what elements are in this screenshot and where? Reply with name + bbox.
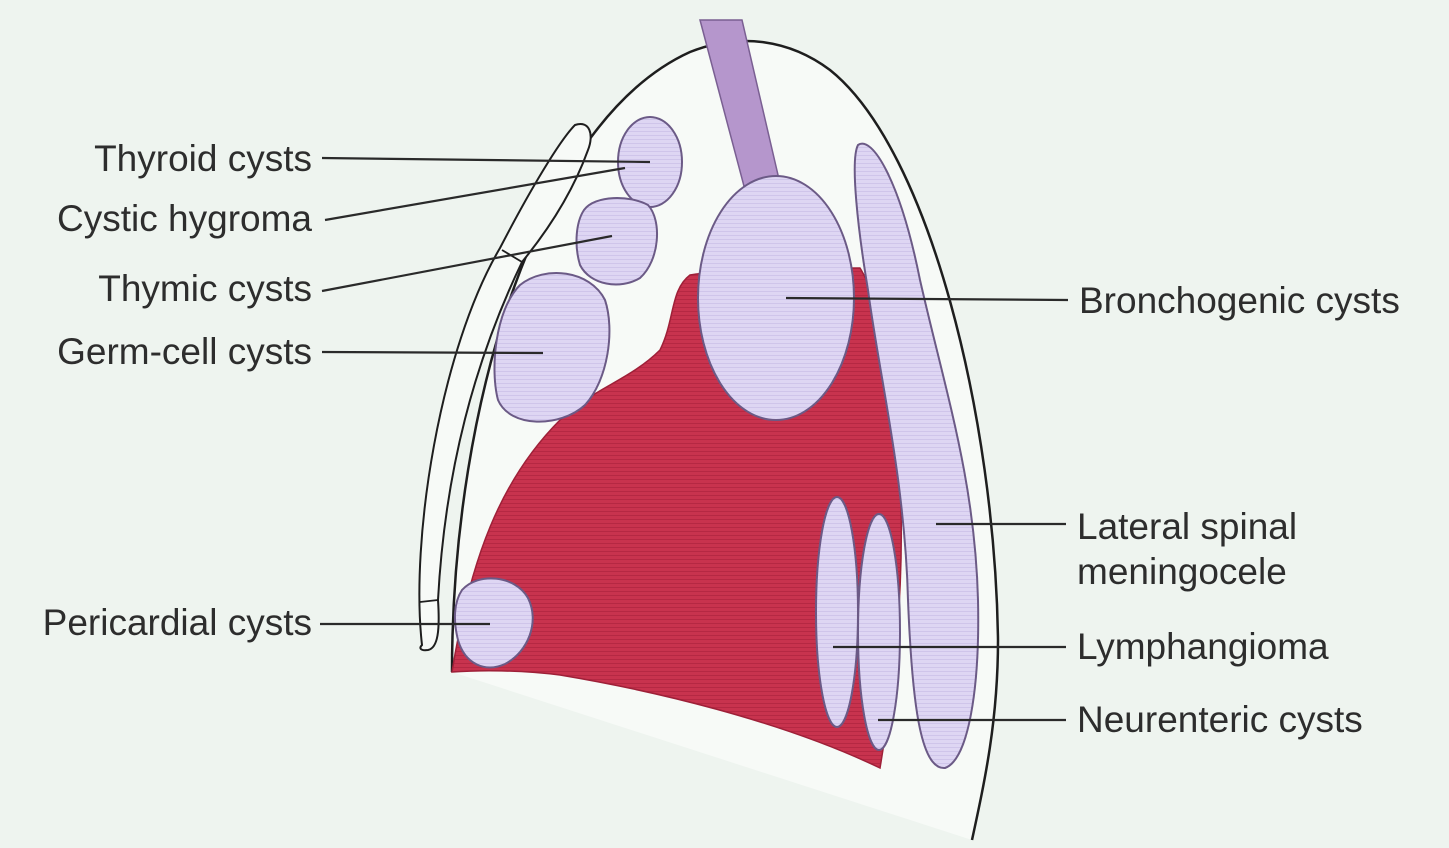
label-cystic-hygroma: Cystic hygroma (57, 196, 312, 241)
label-pericardial-cysts: Pericardial cysts (43, 600, 312, 645)
label-lateral-spinal-meningocele-line1: Lateral spinal (1077, 504, 1297, 549)
label-lateral-spinal-meningocele-line2: meningocele (1077, 549, 1297, 594)
label-neurenteric-cysts: Neurenteric cysts (1077, 697, 1363, 742)
neurenteric-cyst (858, 514, 900, 750)
lymphangioma (816, 497, 858, 727)
leader-germ-cell-cysts (322, 352, 543, 353)
label-germ-cell-cysts: Germ-cell cysts (57, 329, 312, 374)
label-lateral-spinal-meningocele: Lateral spinal meningocele (1077, 504, 1297, 594)
label-thyroid-cysts: Thyroid cysts (94, 136, 312, 181)
label-thymic-cysts: Thymic cysts (98, 266, 312, 311)
label-bronchogenic-cysts: Bronchogenic cysts (1079, 278, 1400, 323)
label-lymphangioma: Lymphangioma (1077, 624, 1329, 669)
